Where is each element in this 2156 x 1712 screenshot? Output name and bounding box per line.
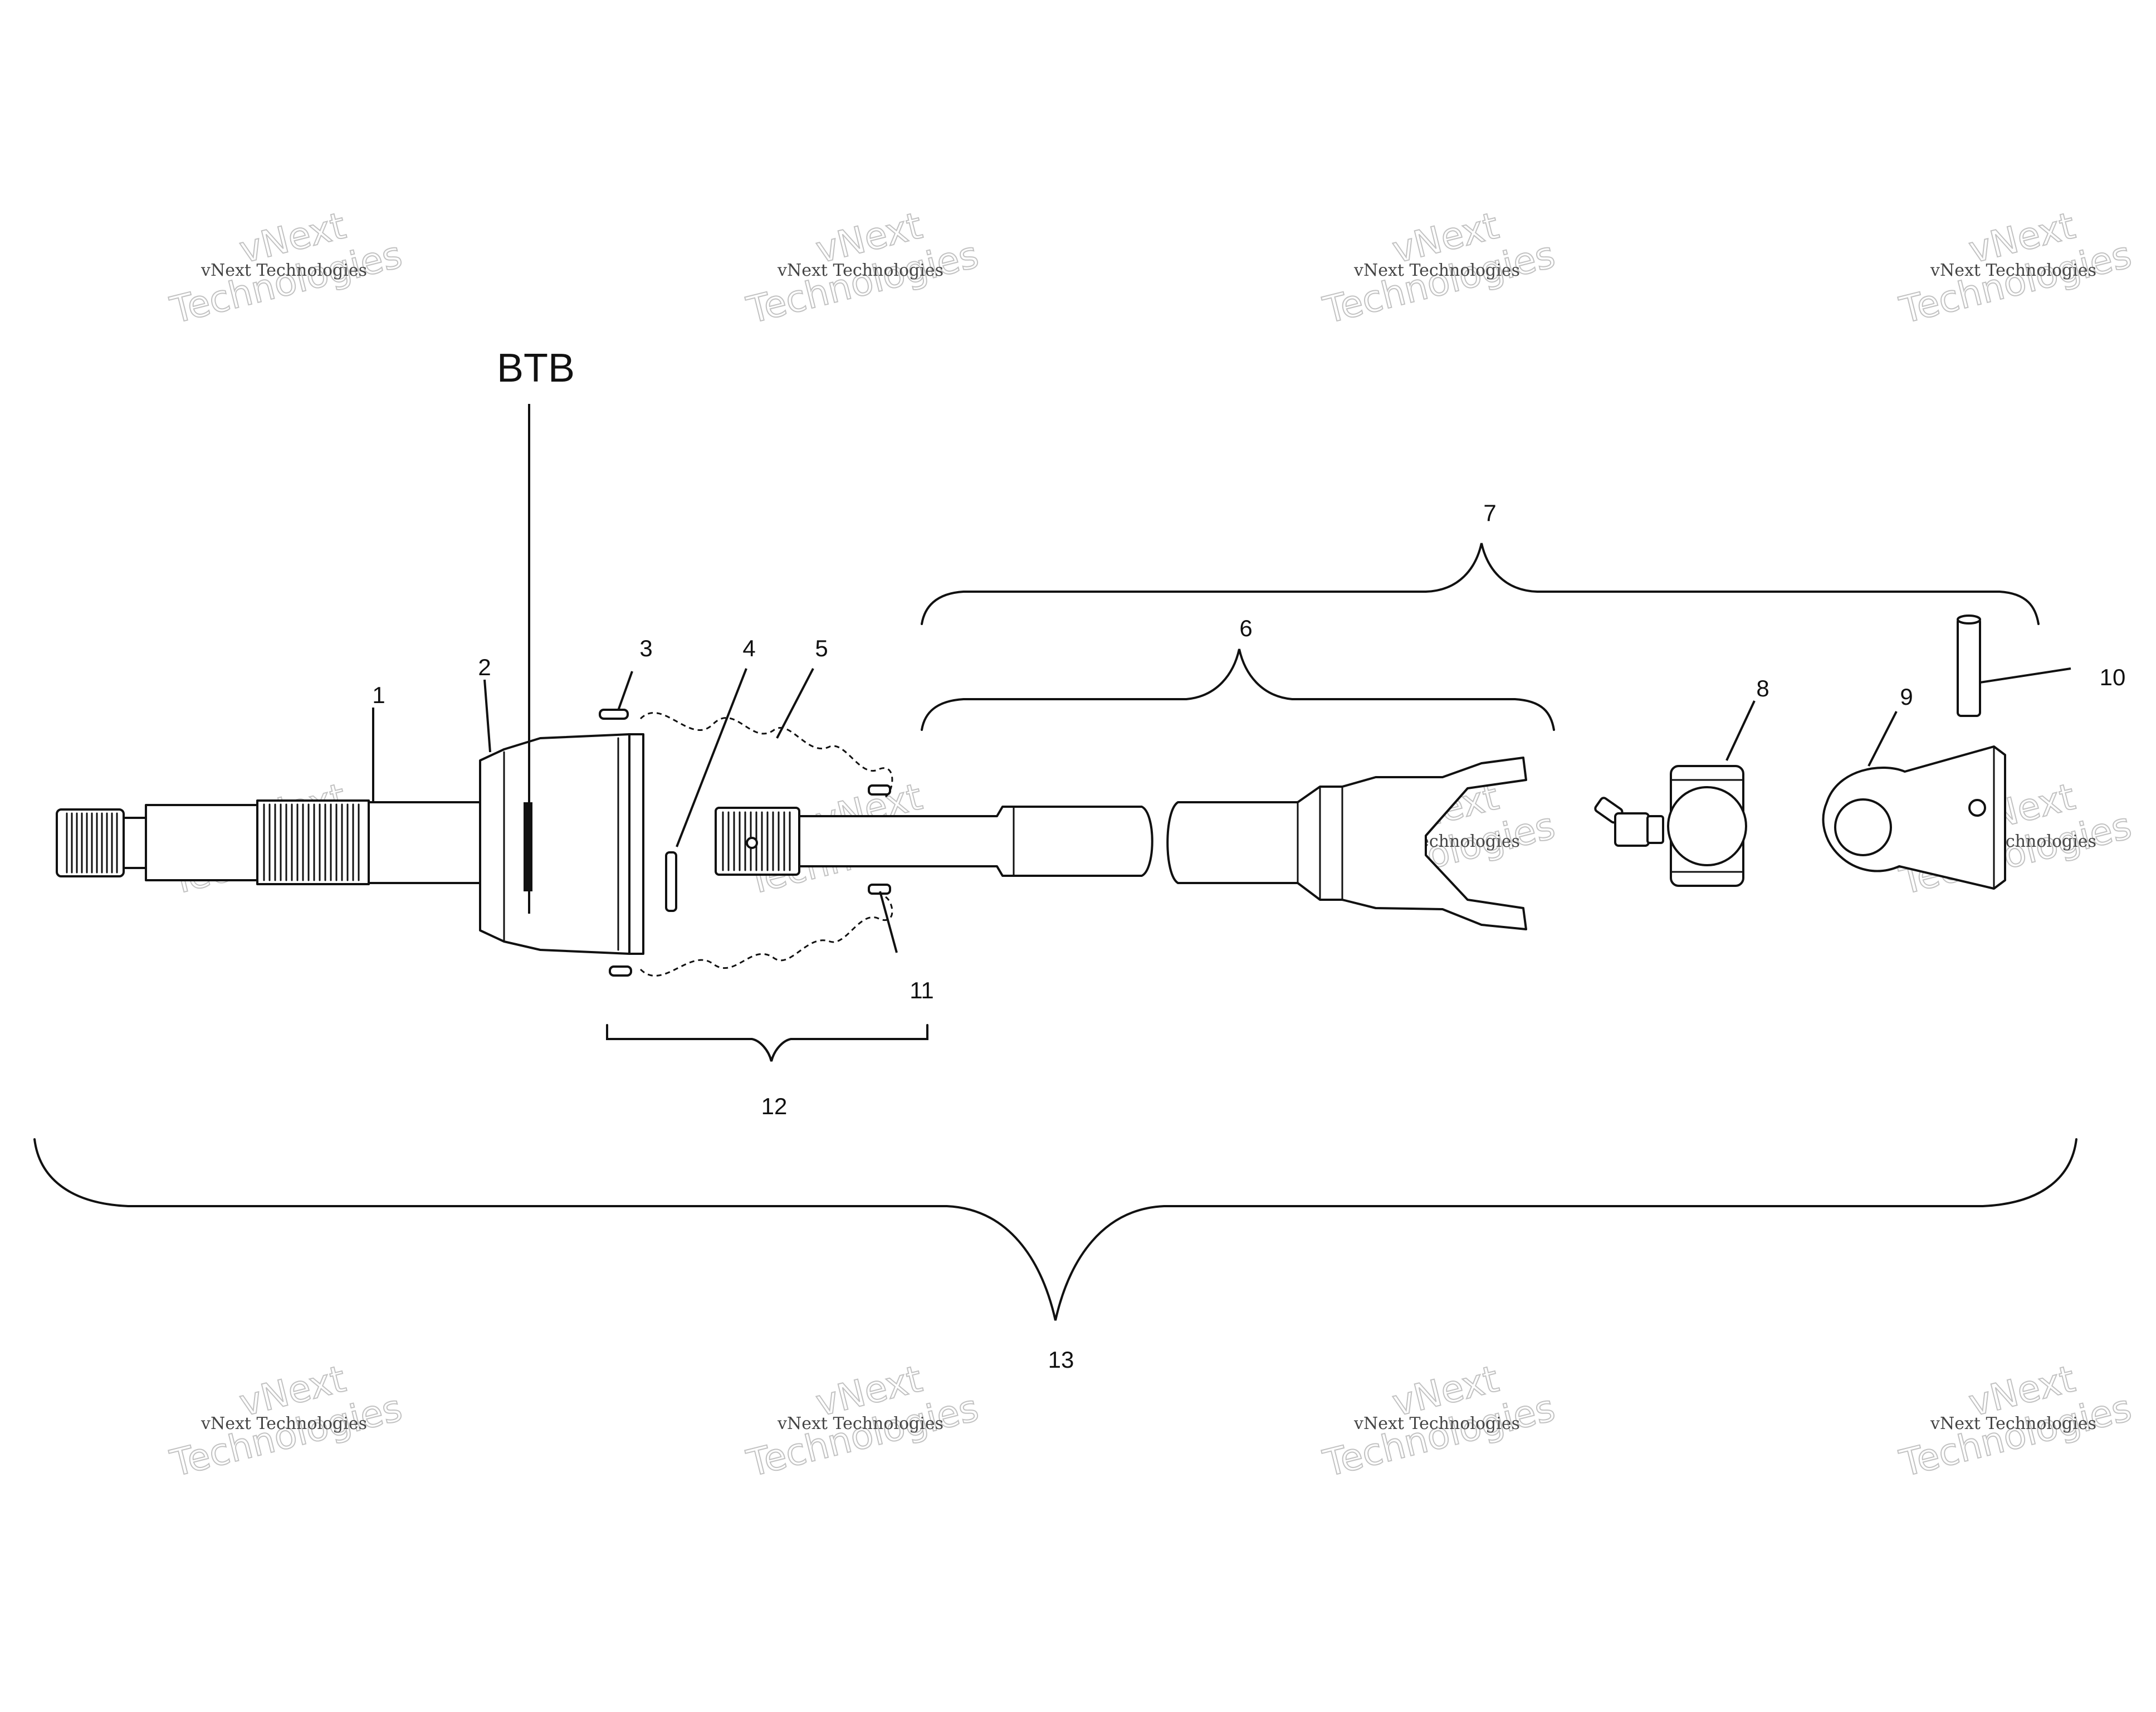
callout-10: 10 <box>2100 664 2126 690</box>
callout-5: 5 <box>815 635 828 661</box>
callout-9: 9 <box>1900 684 1913 710</box>
part-5-cv-boot <box>639 712 893 977</box>
watermark-company: vNext Technologies <box>1353 261 1520 280</box>
part-11-small-clamps <box>868 784 891 895</box>
callout-6: 6 <box>1239 615 1252 641</box>
btb-label: BTB <box>497 346 575 391</box>
watermark-company: vNext Technologies <box>777 261 943 280</box>
part-1-stub-axle <box>56 799 481 885</box>
watermark-company: vNext Technologies <box>1930 261 2096 280</box>
part-6-drive-shaft-yoke <box>715 757 1527 930</box>
braces <box>33 543 2077 1321</box>
callout-12: 12 <box>761 1093 788 1119</box>
watermark-company: vNext Technologies <box>201 1414 367 1433</box>
part-8-grease-fitting-and-bearing <box>1594 765 1747 887</box>
part-3-boot-clamps <box>599 709 632 977</box>
watermark-company: vNext Technologies <box>777 1414 943 1433</box>
callout-7: 7 <box>1483 500 1496 526</box>
part-9-yoke-plate <box>1822 745 2006 890</box>
callout-3: 3 <box>639 635 652 661</box>
callout-8: 8 <box>1756 675 1769 701</box>
part-2-cv-housing <box>479 733 644 955</box>
part-4-circlip <box>665 851 677 912</box>
watermark-company: vNext Technologies <box>201 261 367 280</box>
part-10-pin <box>1957 614 1981 717</box>
leader-lines <box>372 404 2071 953</box>
callout-labels: BTB 1 2 3 4 5 6 7 8 9 10 11 12 13 <box>372 346 2125 1373</box>
watermark-company: vNext Technologies <box>1930 1414 2096 1433</box>
callout-11: 11 <box>910 977 934 1003</box>
callout-13: 13 <box>1048 1347 1074 1373</box>
callout-2: 2 <box>478 654 491 680</box>
callout-1: 1 <box>372 682 385 708</box>
watermark-company: vNext Technologies <box>1353 1414 1520 1433</box>
callout-4: 4 <box>742 635 755 661</box>
